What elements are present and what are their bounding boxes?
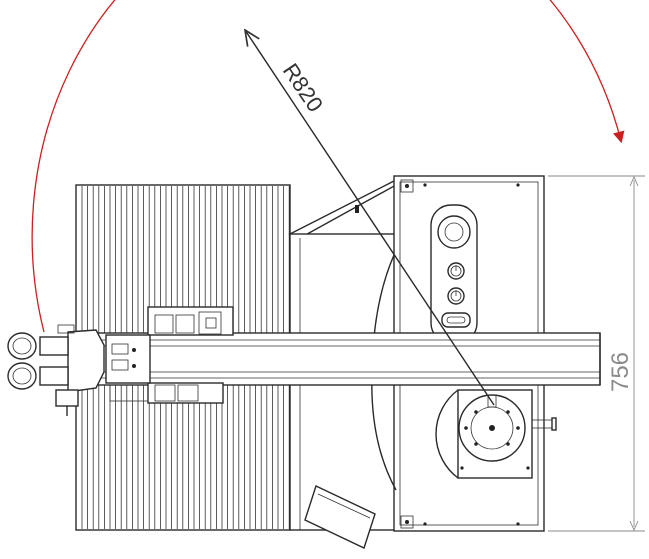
- horizontal-arm: [91, 332, 601, 386]
- height-dimension-label: 756: [607, 352, 634, 392]
- arm-carriage: [105, 306, 234, 404]
- radius-label: R820: [278, 59, 328, 117]
- control-panel: [430, 204, 478, 344]
- swing-arc: [31, 0, 625, 333]
- foot-pedal: [304, 485, 376, 549]
- microscope-head: [7, 324, 105, 416]
- radius-line: [245, 30, 495, 406]
- height-dimension: [548, 175, 645, 532]
- rotary-base: [435, 389, 557, 479]
